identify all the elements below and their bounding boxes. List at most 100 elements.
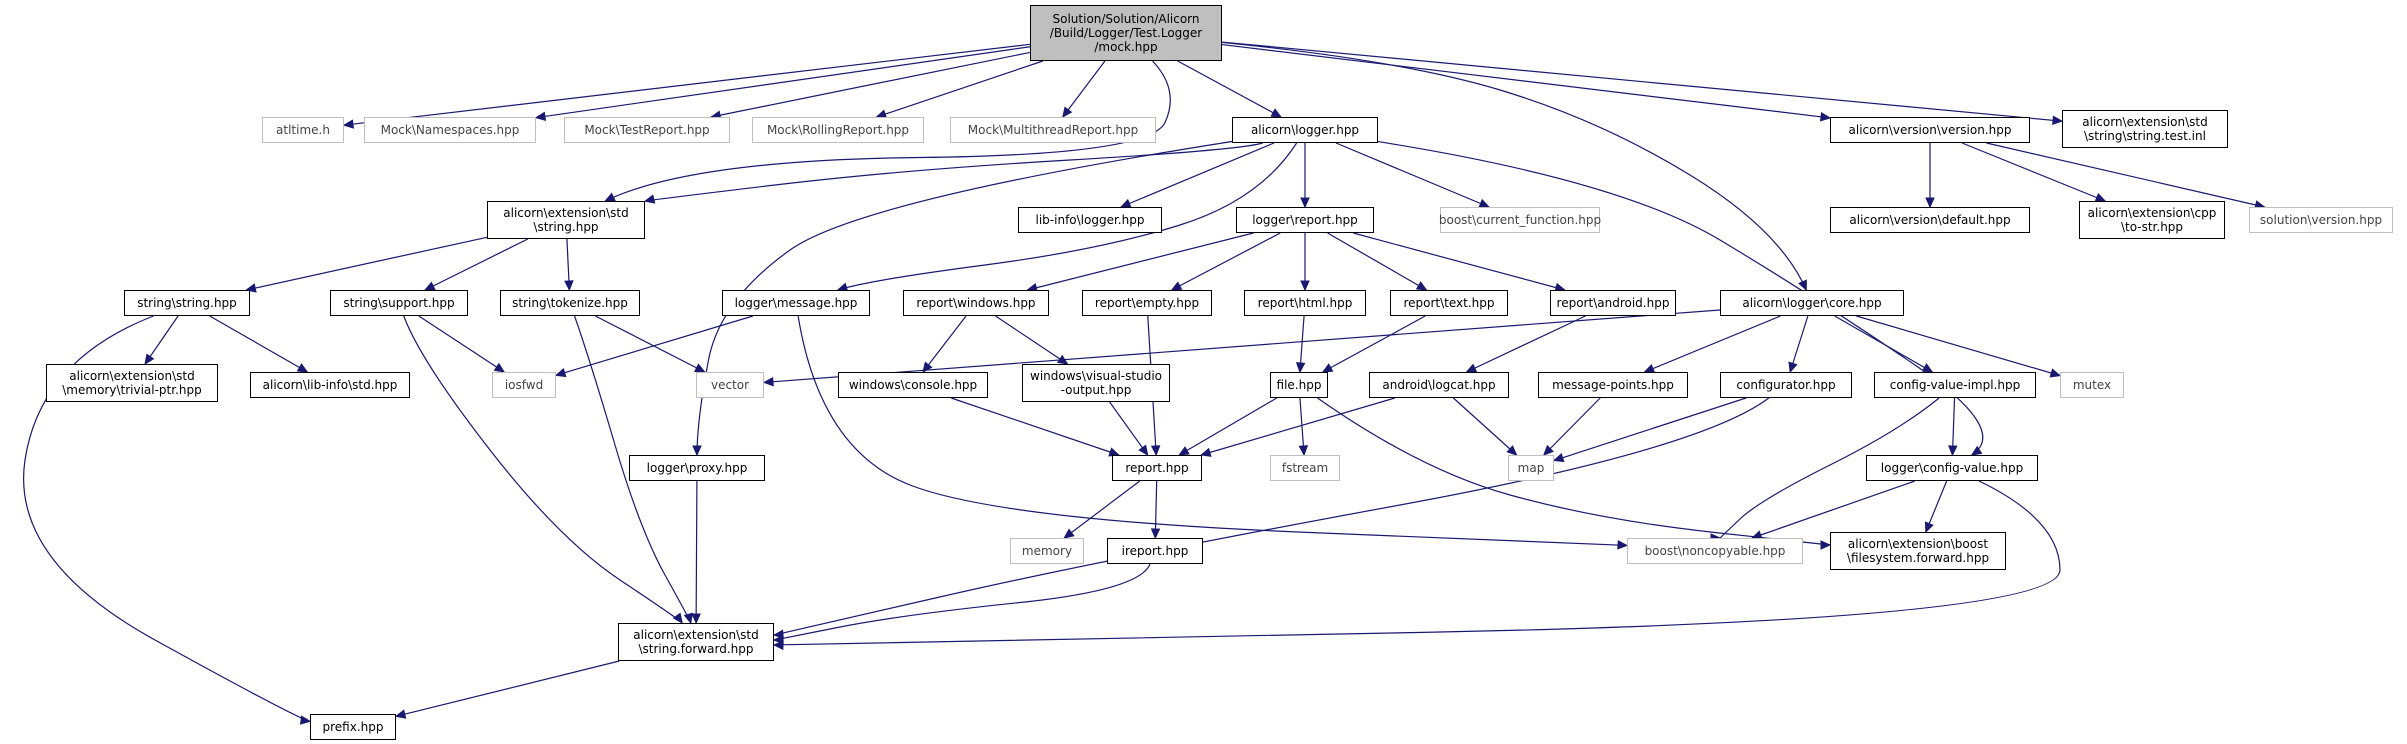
edge-string_support-to-ext_string_forward [403,315,683,624]
arrowhead-report_html-to-file [1295,362,1306,374]
arrowhead-root-to-str_test [2052,115,2064,126]
node-sol-version[interactable]: solution\version.hpp [2249,207,2393,233]
edge-report_windows-to-win_console [922,315,967,373]
arrowhead-ext_string-to-string_support [424,281,436,291]
arrowhead-string_tokenize-to-ext_string_forward [683,612,693,625]
edge-config_value_impl-to-boost_noncopyable [1719,397,1940,539]
edge-logger_message-to-boost_noncopyable [797,315,1628,547]
node-root[interactable]: Solution/Solution/Alicorn /Build/Logger/… [1030,5,1222,61]
node-string-string[interactable]: string\string.hpp [124,290,250,316]
node-mock-rr[interactable]: Mock\RollingReport.hpp [752,117,924,143]
edge-file-to-ext_boost_fs [1317,397,1831,546]
arrowhead-root-to-logger [1270,108,1283,118]
node-logger-proxy[interactable]: logger\proxy.hpp [629,455,765,481]
arrowhead-android_logcat-to-map [1506,445,1518,456]
edge-root-to-mock_mr [1062,60,1106,118]
edge-logger_core-to-config_value_impl [1834,315,1933,373]
node-string-support[interactable]: string\support.hpp [330,290,468,316]
node-logger-message[interactable]: logger\message.hpp [722,290,870,316]
edge-root-to-logger [1177,60,1282,118]
node-ireport[interactable]: ireport.hpp [1107,538,1203,564]
node-mock-ns[interactable]: Mock\Namespaces.hpp [364,117,536,143]
node-str-test[interactable]: alicorn\extension\std \string\string.tes… [2062,110,2228,148]
node-string-tokenize[interactable]: string\tokenize.hpp [500,290,640,316]
node-report-windows[interactable]: report\windows.hpp [903,290,1049,316]
edge-root-to-logger_core [1221,41,1807,291]
arrowhead-logger_config_value-to-ext_boost_fs [1924,521,1934,534]
node-ext-cpp-tostr[interactable]: alicorn\extension\cpp \to-str.hpp [2079,201,2225,239]
node-ext-trivial-ptr[interactable]: alicorn\extension\std \memory\trivial-pt… [46,364,218,402]
node-config-value-impl[interactable]: config-value-impl.hpp [1874,372,2036,398]
arrowhead-report-to-memory [1063,528,1075,539]
arrowhead-logger-to-ext_string [643,194,656,204]
arrowhead-android_logcat-to-report [1199,447,1212,457]
arrowhead-logger-to-logger_report [1300,197,1310,209]
node-boost-cf[interactable]: boost\current_function.hpp [1439,207,1601,233]
node-logger[interactable]: alicorn\logger.hpp [1232,117,1378,143]
edge-logger-to-logger_config_value [1377,140,1984,456]
arrowhead-logger-to-logger_proxy [692,445,702,457]
arrowhead-message_points-to-map [1542,444,1554,456]
edge-report_windows-to-win_vs_output [995,315,1068,365]
edge-string_support-to-iosfwd [418,315,505,373]
edge-string_tokenize-to-vector [595,315,705,373]
edge-root-to-mock_rr [876,60,1044,118]
node-map[interactable]: map [1508,455,1554,481]
edge-configurator-to-ext_string_forward [773,397,1770,636]
node-win-console[interactable]: windows\console.hpp [838,372,988,398]
node-iosfwd[interactable]: iosfwd [492,372,556,398]
arrowhead-string_string-to-libinfo_std [296,363,309,373]
node-message-points[interactable]: message-points.hpp [1538,372,1688,398]
node-logger-config-value[interactable]: logger\config-value.hpp [1866,455,2038,481]
edge-root-to-version [1221,43,1831,119]
node-ver-default[interactable]: alicorn\version\default.hpp [1830,207,2030,233]
node-mutex[interactable]: mutex [2060,372,2124,398]
arrowhead-string_support-to-iosfwd [493,362,506,373]
edge-logger_message-to-iosfwd [555,315,754,376]
node-mock-tr[interactable]: Mock\TestReport.hpp [564,117,730,143]
node-logger-report[interactable]: logger\report.hpp [1236,207,1374,233]
node-vector[interactable]: vector [696,372,764,398]
edge-logger_report-to-report_text [1327,232,1427,291]
arrowhead-root-to-logger_core [1798,279,1807,292]
arrowhead-logger_message-to-iosfwd [554,368,567,378]
edge-logger-to-libinfo_logger [1120,142,1275,208]
node-version[interactable]: alicorn\version\version.hpp [1830,117,2030,143]
edge-root-to-mock_tr [711,51,1031,118]
node-prefix[interactable]: prefix.hpp [310,714,396,740]
node-report-android[interactable]: report\android.hpp [1550,290,1676,316]
node-configurator[interactable]: configurator.hpp [1720,372,1852,398]
node-file[interactable]: file.hpp [1270,372,1328,398]
node-boost-noncopyable[interactable]: boost\noncopyable.hpp [1627,538,1803,564]
node-android-logcat[interactable]: android\logcat.hpp [1369,372,1509,398]
node-report-empty[interactable]: report\empty.hpp [1082,290,1212,316]
edge-logger-to-boost_cf [1335,142,1490,208]
edge-logger-to-ext_string [644,142,1263,202]
node-atltime[interactable]: atltime.h [262,117,344,143]
node-logger-core[interactable]: alicorn\logger\core.hpp [1720,290,1904,316]
arrowhead-logger_core-to-config_value_impl [1921,363,1934,373]
node-libinfo-std[interactable]: alicorn\lib-info\std.hpp [250,372,410,398]
node-mock-mr[interactable]: Mock\MultithreadReport.hpp [950,117,1156,143]
node-report-text[interactable]: report\text.hpp [1390,290,1508,316]
node-ext-boost-fs[interactable]: alicorn\extension\boost \filesystem.forw… [1830,532,2006,570]
arrowhead-report_text-to-file [1321,363,1334,373]
arrowhead-string_support-to-ext_string_forward [672,612,683,624]
edge-string_string-to-ext_trivial_ptr [144,315,179,365]
node-win-vs-output[interactable]: windows\visual-studio -output.hpp [1022,364,1170,402]
edge-logger_config_value-to-ext_string_forward [773,480,2061,646]
arrowhead-logger_message-to-boost_noncopyable [1617,540,1629,550]
node-ext-string[interactable]: alicorn\extension\std \string.hpp [487,201,645,239]
node-ext-string-forward[interactable]: alicorn\extension\std \string.forward.hp… [618,623,774,661]
node-libinfo-logger[interactable]: lib-info\logger.hpp [1018,207,1162,233]
edge-ext_string_forward-to-prefix [395,660,620,717]
edge-ext_string-to-string_support [424,238,529,291]
node-report[interactable]: report.hpp [1112,455,1202,481]
edge-root-to-mock_ns [535,46,1031,119]
edge-root-to-ext_string [605,60,1171,202]
edge-version-to-ext_cpp_tostr [1961,142,2106,202]
node-report-html[interactable]: report\html.hpp [1244,290,1366,316]
node-memory[interactable]: memory [1010,538,1084,564]
node-fstream[interactable]: fstream [1270,455,1340,481]
